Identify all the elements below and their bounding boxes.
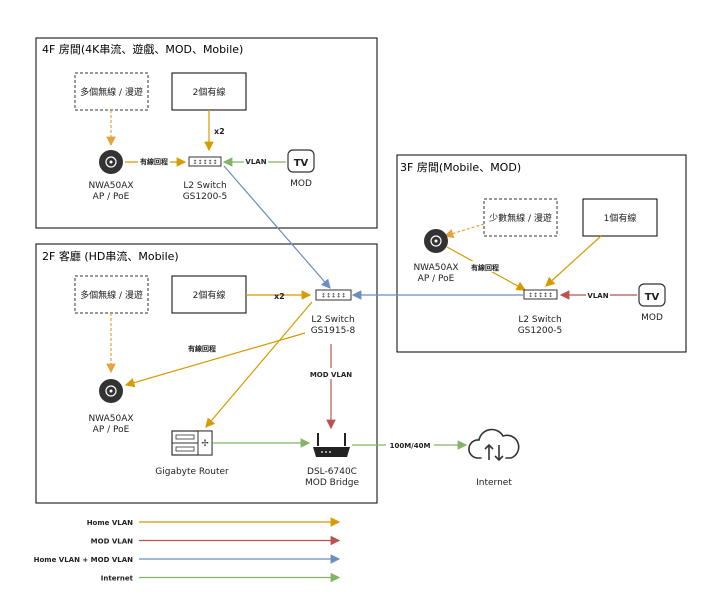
f3-ap-name: NWA50AX — [413, 263, 458, 273]
f4-ap-name: NWA50AX — [88, 181, 133, 191]
mod-vlan-label: MOD VLAN — [310, 371, 352, 379]
room-4f-frame — [35, 37, 378, 229]
f3-wired-edge — [545, 235, 602, 287]
f3-ap-icon — [424, 229, 448, 253]
f4-switch-icon: ↕↕↕↕↕ — [188, 156, 222, 167]
router-icon: ✢ — [171, 430, 213, 456]
f4-to-core-edge — [223, 165, 331, 289]
f2-switch-name: L2 Switch — [311, 315, 354, 325]
f3-tv-icon: TV — [638, 283, 666, 307]
f2-ap-icon — [99, 379, 123, 403]
f3-backhaul-label-bg — [469, 261, 501, 272]
f3-ap-desc: AP / PoE — [418, 274, 455, 284]
f4-backhaul-label-bg — [138, 155, 170, 166]
internet-label: Internet — [476, 478, 512, 488]
legend: Home VLAN MOD VLAN Home VLAN + MOD VLAN Int… — [34, 517, 341, 583]
legend-label: Home VLAN — [87, 519, 133, 527]
f3-switch-name: L2 Switch — [518, 315, 561, 325]
bridge-name: DSL-6740C — [307, 467, 357, 477]
svg-text:TV: TV — [645, 292, 660, 303]
f2-backhaul-label: 有線回程 — [188, 344, 216, 353]
room-4f-title: 4F 房間(4K串流、遊戲、MOD、Mobile) — [42, 42, 243, 56]
f4-wireless-label: 多個無線 / 漫遊 — [80, 86, 143, 98]
f4-x2-label: x2 — [214, 127, 225, 136]
modem-icon — [313, 433, 350, 457]
f4-wired-label: 2個有線 — [193, 86, 226, 98]
mod-vlan-label-bg — [310, 368, 352, 379]
f4-ap-desc: AP / PoE — [93, 192, 130, 202]
f2-wired-label: 2個有線 — [193, 289, 226, 301]
f3-backhaul-label: 有線回程 — [471, 263, 499, 272]
f4-switch-name: L2 Switch — [183, 181, 226, 191]
bridge-desc: MOD Bridge — [305, 478, 359, 488]
f3-wired-label: 1個有線 — [604, 212, 637, 224]
f4-switch-model: GS1200-5 — [183, 192, 228, 202]
f2-ap-desc: AP / PoE — [93, 425, 130, 435]
f3-vlan-label: VLAN — [587, 292, 608, 300]
svg-text:✢: ✢ — [201, 439, 209, 449]
f4-mod-label: MOD — [290, 179, 312, 189]
room-2f-frame — [35, 243, 378, 504]
svg-text:↕↕↕↕↕: ↕↕↕↕↕ — [528, 292, 553, 299]
f2-backhaul-edge — [124, 332, 306, 388]
f4-ap-icon — [99, 150, 123, 174]
svg-text:↕↕↕↕↕: ↕↕↕↕↕ — [321, 293, 346, 300]
f3-vlan-label-bg — [586, 289, 610, 300]
f4-backhaul-label: 有線回程 — [140, 157, 168, 166]
router-label: Gigabyte Router — [155, 467, 229, 477]
svg-text:TV: TV — [294, 158, 309, 169]
cloud-icon — [468, 428, 520, 462]
core-to-router-edge — [205, 301, 313, 428]
svg-text:↕↕↕↕↕: ↕↕↕↕↕ — [192, 159, 217, 166]
f4-vlan-label: VLAN — [245, 158, 266, 166]
f3-wireless-edge — [443, 223, 485, 239]
f2-backhaul-label-bg — [186, 342, 218, 353]
f3-mod-label: MOD — [641, 313, 663, 323]
f3-wired-box — [582, 198, 658, 237]
wan-speed-label: 100M/40M — [390, 442, 431, 450]
f2-ap-name: NWA50AX — [88, 414, 133, 424]
f2-switch-icon: ↕↕↕↕↕ — [315, 289, 352, 301]
f3-wireless-label: 少數無線 / 漫遊 — [489, 212, 552, 224]
f3-switch-icon: ↕↕↕↕↕ — [523, 289, 558, 300]
legend-label: Home VLAN + MOD VLAN — [34, 556, 133, 564]
f3-wireless-box — [483, 198, 558, 237]
f4-vlan-label-bg — [244, 155, 268, 166]
room-3f-frame — [396, 154, 687, 353]
room-3f-title: 3F 房間(Mobile、MOD) — [400, 161, 521, 174]
f4-tv-icon: TV — [287, 149, 315, 173]
legend-label: Internet — [101, 575, 134, 583]
f3-switch-model: GS1200-5 — [518, 326, 563, 336]
f2-wireless-label: 多個無線 / 漫遊 — [80, 289, 143, 301]
f2-switch-model: GS1915-8 — [311, 326, 356, 336]
wan-speed-label-bg — [386, 439, 434, 450]
room-2f-title: 2F 客廳 (HD串流、Mobile) — [42, 249, 179, 263]
f2-x2-label: x2 — [274, 292, 285, 301]
legend-label: MOD VLAN — [91, 538, 133, 546]
